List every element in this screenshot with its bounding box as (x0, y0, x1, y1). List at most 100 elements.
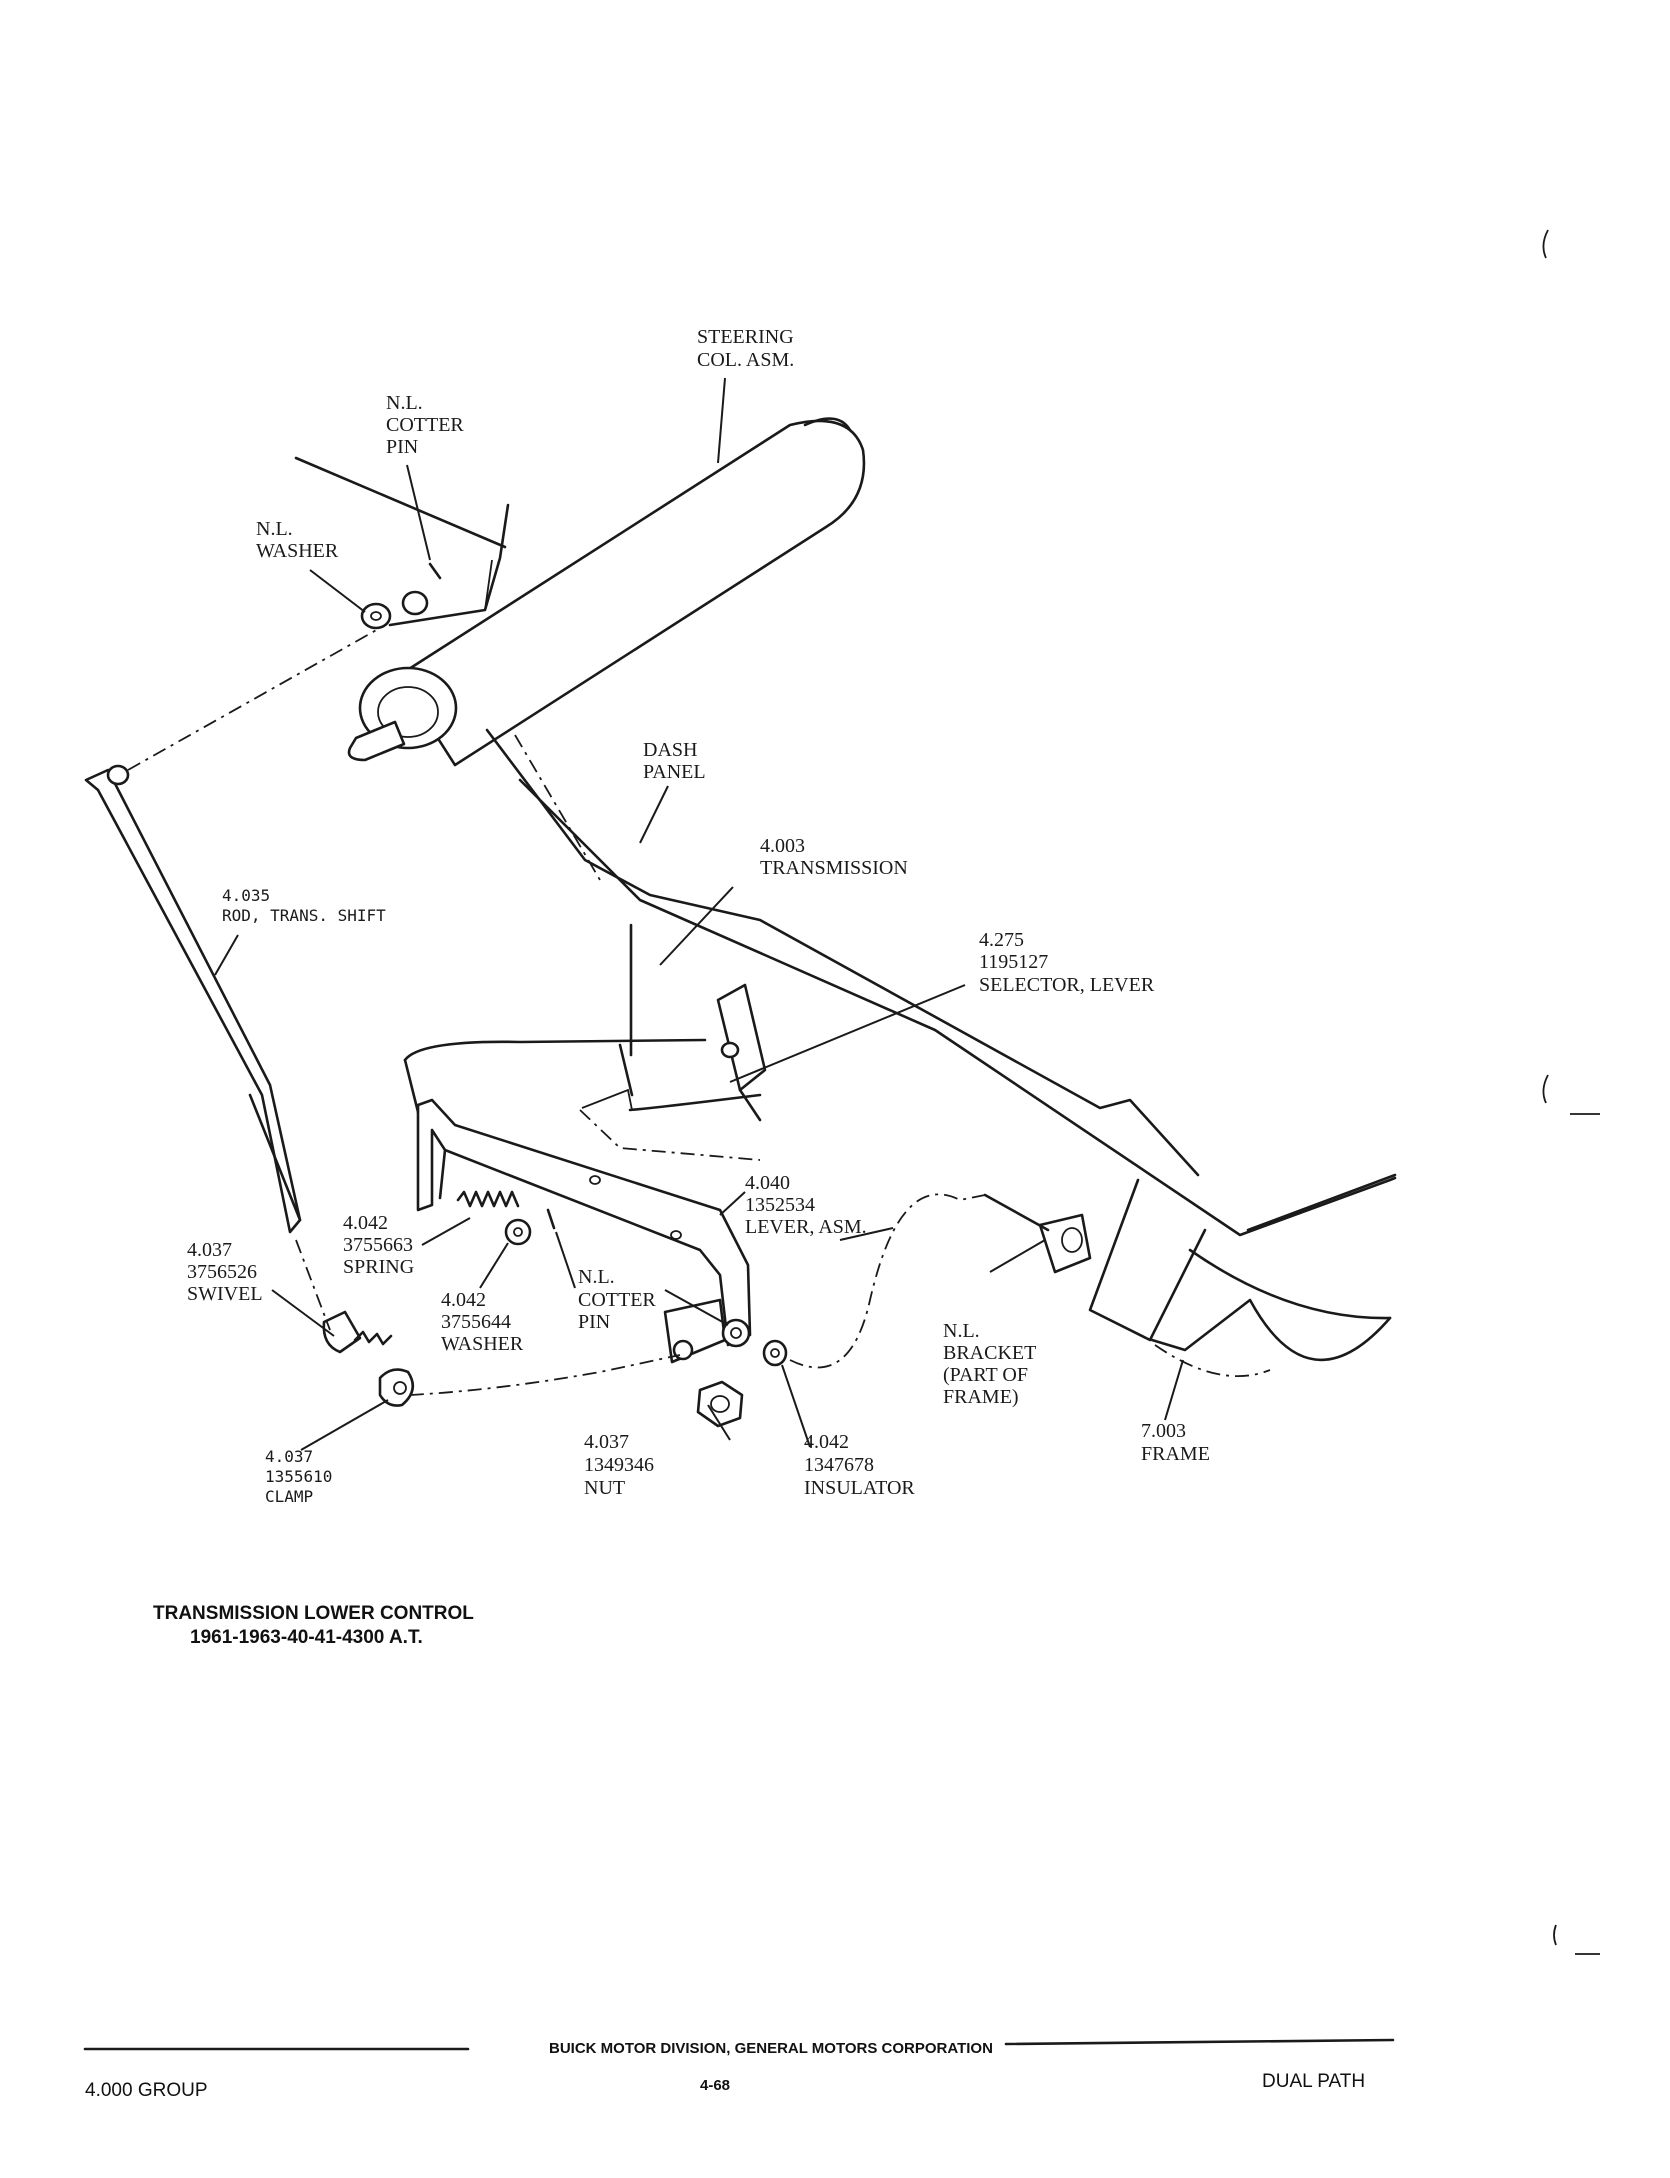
washer-line-2: 3755644 (441, 1311, 511, 1333)
washer-line-3: WASHER (441, 1333, 524, 1355)
label-washer: 4.042 3755644 WASHER (441, 1289, 524, 1355)
svg-text:FRAME): FRAME) (943, 1386, 1019, 1408)
selector-line-1: 4.275 (979, 929, 1024, 951)
label-nut: 4.037 1349346 NUT (584, 1431, 654, 1499)
svg-text:4.037: 4.037 (187, 1239, 232, 1261)
insulator-line-2: 1347678 (804, 1454, 874, 1476)
footer-page-number: 4-68 (700, 2077, 730, 2094)
label-nl-cotter-pin-top: N.L. COTTER PIN (386, 392, 464, 458)
svg-text:3756526: 3756526 (187, 1261, 257, 1283)
caption-title: TRANSMISSION LOWER CONTROL (153, 1603, 474, 1624)
binder-marks (1542, 229, 1600, 1955)
steering-column-drawing (84, 417, 1397, 1428)
label-nl-washer-top: N.L. WASHER (256, 518, 339, 562)
spring-line-2: 3755663 (343, 1234, 413, 1256)
nl-washer-top-line-2: WASHER (256, 540, 339, 562)
footer-company: BUICK MOTOR DIVISION, GENERAL MOTORS COR… (549, 2040, 993, 2057)
swivel-line-3: SWIVEL (187, 1283, 263, 1305)
svg-text:PANEL: PANEL (643, 761, 706, 783)
svg-text:4.040: 4.040 (745, 1172, 790, 1194)
spring-line-3: SPRING (343, 1256, 414, 1278)
svg-text:TRANSMISSION: TRANSMISSION (760, 857, 908, 879)
nl-cotter-mid-line-3: PIN (578, 1311, 610, 1333)
label-clamp: 4.037 1355610 CLAMP (265, 1447, 332, 1506)
label-shift-rod: 4.035 ROD, TRANS. SHIFT (222, 886, 386, 925)
svg-text:DUAL PATH: DUAL PATH (1262, 2071, 1365, 2092)
label-transmission: 4.003 TRANSMISSION (760, 835, 908, 879)
bracket-line-3: (PART OF (943, 1364, 1028, 1386)
svg-text:4.003: 4.003 (760, 835, 805, 857)
svg-text:4.042: 4.042 (804, 1431, 849, 1453)
svg-text:WASHER: WASHER (256, 540, 339, 562)
insulator-line-1: 4.042 (804, 1431, 849, 1453)
nl-cotter-top-line-1: N.L. (386, 392, 423, 414)
svg-text:SELECTOR, LEVER: SELECTOR, LEVER (979, 974, 1155, 996)
svg-text:N.L.: N.L. (256, 518, 293, 540)
lever-asm-line-1: 4.040 (745, 1172, 790, 1194)
footer-section: DUAL PATH (1262, 2071, 1365, 2092)
bracket-line-1: N.L. (943, 1320, 980, 1342)
svg-text:SWIVEL: SWIVEL (187, 1283, 263, 1305)
svg-text:4.037: 4.037 (265, 1447, 313, 1466)
insulator-line-3: INSULATOR (804, 1477, 915, 1499)
nl-cotter-top-line-3: PIN (386, 436, 418, 458)
lever-asm-line-3: LEVER, ASM. (745, 1216, 867, 1238)
shift-rod-line-2: ROD, TRANS. SHIFT (222, 906, 386, 925)
svg-text:FRAME: FRAME (1141, 1443, 1210, 1465)
svg-text:INSULATOR: INSULATOR (804, 1477, 915, 1499)
selector-line-2: 1195127 (979, 951, 1048, 973)
label-spring: 4.042 3755663 SPRING (343, 1212, 414, 1278)
nut-line-3: NUT (584, 1477, 625, 1499)
svg-text:DASH: DASH (643, 739, 697, 761)
dash-panel-line-1: DASH (643, 739, 697, 761)
washer-line-1: 4.042 (441, 1289, 486, 1311)
label-insulator: 4.042 1347678 INSULATOR (804, 1431, 915, 1499)
swivel-line-1: 4.037 (187, 1239, 232, 1261)
svg-text:1349346: 1349346 (584, 1454, 654, 1476)
spring-line-1: 4.042 (343, 1212, 388, 1234)
svg-text:4.275: 4.275 (979, 929, 1024, 951)
svg-text:4.042: 4.042 (343, 1212, 388, 1234)
figure-caption: TRANSMISSION LOWER CONTROL 1961-1963-40-… (153, 1603, 474, 1648)
svg-text:N.L.: N.L. (578, 1266, 615, 1288)
svg-text:4.035: 4.035 (222, 886, 270, 905)
svg-text:3755663: 3755663 (343, 1234, 413, 1256)
shift-rod-line-1: 4.035 (222, 886, 270, 905)
nl-washer-top-line-1: N.L. (256, 518, 293, 540)
label-lever-assembly: 4.040 1352534 LEVER, ASM. (745, 1172, 867, 1238)
bracket-line-4: FRAME) (943, 1386, 1019, 1408)
transmission-line-2: TRANSMISSION (760, 857, 908, 879)
selector-line-3: SELECTOR, LEVER (979, 974, 1155, 996)
swivel-line-2: 3756526 (187, 1261, 257, 1283)
svg-text:SPRING: SPRING (343, 1256, 414, 1278)
clamp-line-2: 1355610 (265, 1467, 332, 1486)
svg-text:1347678: 1347678 (804, 1454, 874, 1476)
nut-line-1: 4.037 (584, 1431, 629, 1453)
svg-text:STEERING: STEERING (697, 326, 794, 348)
nl-cotter-top-line-2: COTTER (386, 414, 464, 436)
steering-line-1: STEERING (697, 326, 794, 348)
steering-line-2: COL. ASM. (697, 349, 794, 371)
label-steering-column: STEERING COL. ASM. (697, 326, 794, 371)
footer-group: 4.000 GROUP (85, 2080, 208, 2101)
label-nl-cotter-pin-mid: N.L. COTTER PIN (578, 1266, 656, 1333)
svg-text:CLAMP: CLAMP (265, 1487, 313, 1506)
svg-text:COL. ASM.: COL. ASM. (697, 349, 794, 371)
svg-text:NUT: NUT (584, 1477, 625, 1499)
svg-text:1195127: 1195127 (979, 951, 1048, 973)
nl-cotter-mid-line-1: N.L. (578, 1266, 615, 1288)
svg-text:3755644: 3755644 (441, 1311, 511, 1333)
bracket-line-2: BRACKET (943, 1342, 1036, 1364)
svg-text:COTTER: COTTER (578, 1289, 656, 1311)
label-selector-lever: 4.275 1195127 SELECTOR, LEVER (979, 929, 1155, 996)
clamp-line-3: CLAMP (265, 1487, 313, 1506)
dash-panel-line-2: PANEL (643, 761, 706, 783)
svg-text:PIN: PIN (386, 436, 418, 458)
svg-text:1961-1963-40-41-4300 A.T.: 1961-1963-40-41-4300 A.T. (190, 1627, 423, 1648)
svg-text:N.L.: N.L. (943, 1320, 980, 1342)
label-frame: 7.003 FRAME (1141, 1420, 1210, 1465)
svg-text:4.042: 4.042 (441, 1289, 486, 1311)
frame-line-2: FRAME (1141, 1443, 1210, 1465)
label-bracket: N.L. BRACKET (PART OF FRAME) (943, 1320, 1036, 1408)
